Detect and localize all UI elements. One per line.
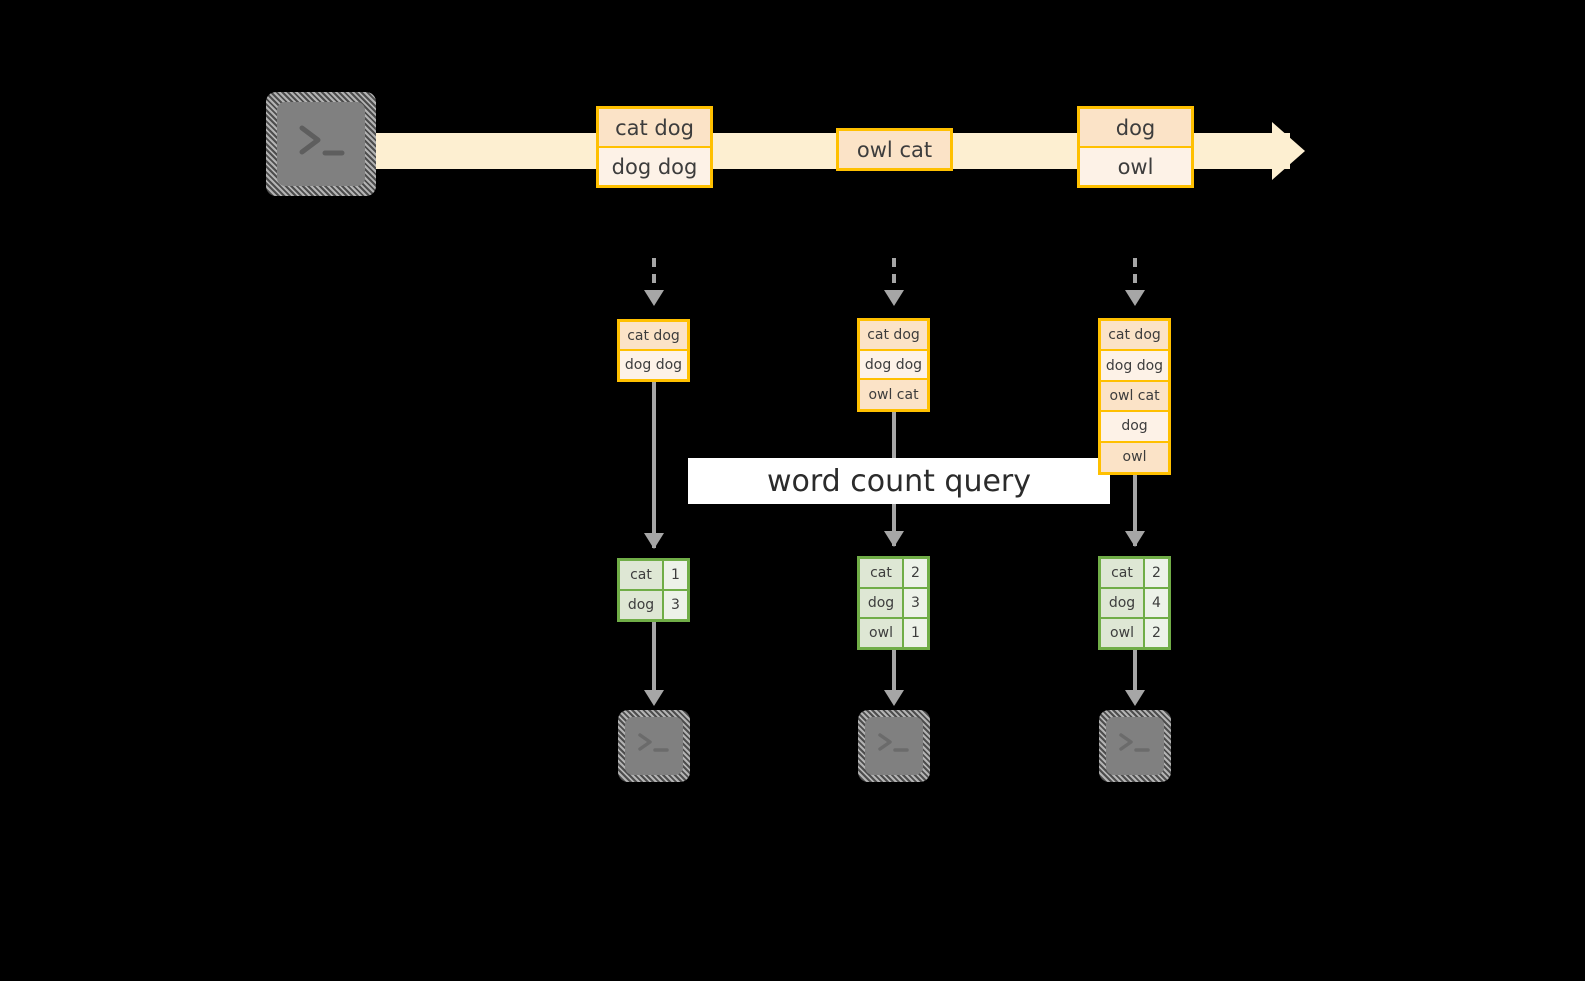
snapshot-1-result[interactable]: cat 1 dog 3 (617, 558, 690, 622)
snapshot-1-input-arrow-line (652, 258, 656, 292)
snapshot-1-row: cat dog (620, 322, 687, 352)
terminal-prompt-icon (299, 125, 345, 156)
snapshot-2-row: dog dog (860, 350, 927, 381)
terminal-prompt-icon (878, 733, 909, 752)
result-count: 3 (904, 589, 927, 617)
snapshot-3-row: dog dog (1101, 351, 1168, 382)
terminal-face (277, 102, 365, 186)
table-row: owl 1 (860, 619, 927, 647)
table-row: dog 3 (620, 591, 687, 619)
snapshot-1-query-arrow-head (644, 533, 664, 549)
snapshot-3-row: dog (1101, 412, 1168, 443)
snapshot-2-input-arrow-line (892, 258, 896, 292)
snapshot-3-query-line (1133, 475, 1137, 546)
stream-arrow-icon (1272, 122, 1305, 180)
snapshot-3-row: owl cat (1101, 381, 1168, 413)
snapshot-3-result[interactable]: cat 2 dog 4 owl 2 (1098, 556, 1171, 650)
snapshot-2-sink-terminal-icon[interactable] (858, 710, 930, 782)
table-row: dog 3 (860, 589, 927, 619)
table-row: cat 1 (620, 561, 687, 591)
result-word: cat (860, 559, 904, 587)
snapshot-3-input-arrow-head (1125, 290, 1145, 306)
snapshot-3-sink-arrow-head (1125, 690, 1145, 706)
result-word: dog (1101, 589, 1145, 617)
result-word: owl (860, 619, 904, 647)
terminal-face (625, 717, 683, 775)
snapshot-1-sink-line (652, 622, 656, 692)
result-count: 3 (664, 591, 687, 619)
snapshot-2-sink-arrow-head (884, 690, 904, 706)
snapshot-1-query-line (652, 382, 656, 548)
snapshot-3-sink-line (1133, 650, 1137, 692)
result-word: dog (620, 591, 664, 619)
snapshot-3-input-arrow-line (1133, 258, 1137, 292)
result-count: 4 (1145, 589, 1168, 617)
snapshot-1-sink-arrow-head (644, 690, 664, 706)
snapshot-3-table[interactable]: cat dog dog dog owl cat dog owl (1098, 318, 1171, 475)
snapshot-3-row: owl (1101, 442, 1168, 473)
table-row: dog 4 (1101, 589, 1168, 619)
snapshot-1-sink-terminal-icon[interactable] (618, 710, 690, 782)
result-count: 2 (1145, 559, 1168, 587)
stream-record-3[interactable]: dog owl (1077, 106, 1194, 188)
table-row: owl 2 (1101, 619, 1168, 647)
result-count: 1 (664, 561, 687, 589)
result-count: 1 (904, 619, 927, 647)
stream-record-2[interactable]: owl cat (836, 128, 953, 171)
snapshot-2-input-arrow-head (884, 290, 904, 306)
query-label-band: word count query (688, 458, 1110, 504)
result-count: 2 (1145, 619, 1168, 647)
snapshot-2-row: cat dog (860, 321, 927, 351)
source-terminal-icon[interactable] (266, 92, 376, 196)
stream-record-1[interactable]: cat dog dog dog (596, 106, 713, 188)
snapshot-1-table[interactable]: cat dog dog dog (617, 319, 690, 382)
terminal-face (865, 717, 923, 775)
result-word: cat (620, 561, 664, 589)
result-word: dog (860, 589, 904, 617)
snapshot-2-query-arrow-head (884, 531, 904, 547)
stream-record-2-line-1: owl cat (839, 131, 950, 168)
snapshot-3-sink-terminal-icon[interactable] (1099, 710, 1171, 782)
snapshot-2-row: owl cat (860, 380, 927, 410)
table-row: cat 2 (1101, 559, 1168, 589)
stream-record-3-line-1: dog (1080, 109, 1191, 148)
terminal-face (1106, 717, 1164, 775)
snapshot-3-row: cat dog (1101, 321, 1168, 352)
snapshot-2-result[interactable]: cat 2 dog 3 owl 1 (857, 556, 930, 650)
result-count: 2 (904, 559, 927, 587)
terminal-prompt-icon (1119, 733, 1150, 752)
snapshot-2-sink-line (892, 650, 896, 692)
stream-record-1-line-1: cat dog (599, 109, 710, 148)
snapshot-1-row: dog dog (620, 351, 687, 379)
result-word: owl (1101, 619, 1145, 647)
page-title: word count query (766, 463, 1032, 499)
snapshot-1-input-arrow-head (644, 290, 664, 306)
snapshot-2-table[interactable]: cat dog dog dog owl cat (857, 318, 930, 412)
snapshot-3-query-arrow-head (1125, 531, 1145, 547)
table-row: cat 2 (860, 559, 927, 589)
result-word: cat (1101, 559, 1145, 587)
stream-record-3-line-2: owl (1080, 148, 1191, 185)
stream-record-1-line-2: dog dog (599, 148, 710, 185)
terminal-prompt-icon (638, 733, 669, 752)
